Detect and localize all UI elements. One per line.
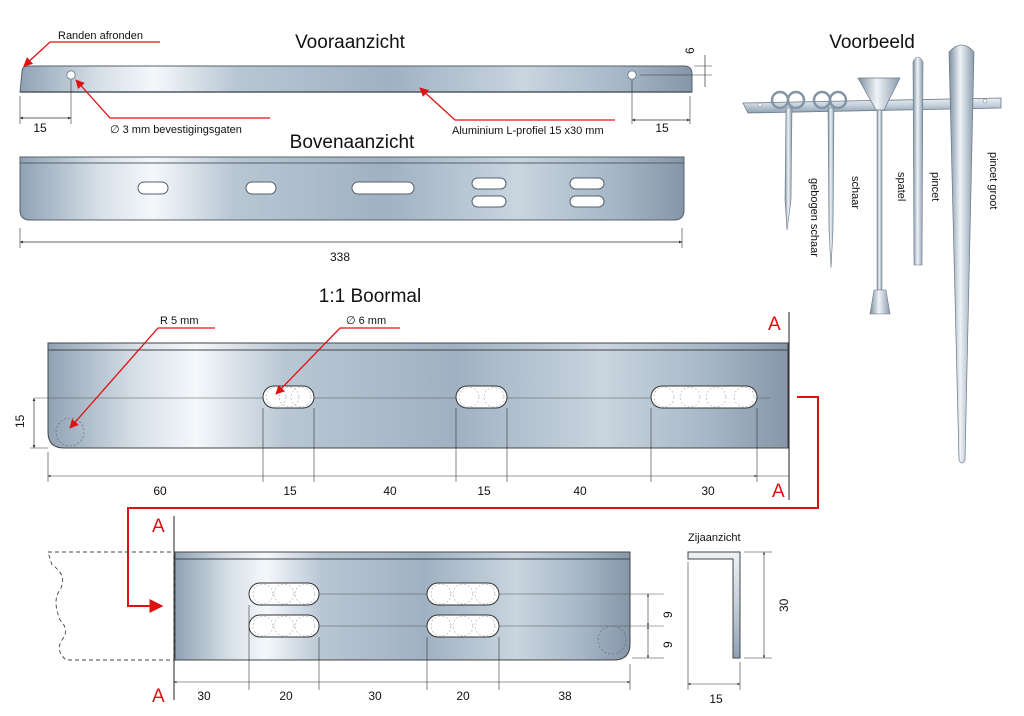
top-slot-3: [351, 181, 415, 195]
dim-slot-b: 9: [661, 641, 675, 648]
template-strip-1: [47, 342, 789, 449]
template-view-2: A A 9 9: [47, 516, 675, 707]
dim-row1-30: 30: [701, 484, 715, 498]
dim-row1-60: 60: [153, 484, 167, 498]
template-slot-3: [650, 385, 758, 409]
tool-label-tweezers: pincet: [929, 172, 941, 201]
top-slot-2: [245, 181, 277, 195]
annotation-round-edges: Randen afronden: [58, 30, 143, 42]
dim-row2-20a: 20: [279, 689, 293, 703]
template-slot-4a: [248, 582, 320, 606]
annotation-profile: Aluminium L-profiel 15 x30 mm: [452, 125, 604, 137]
dim-row1-15b: 15: [477, 484, 491, 498]
hole-arrow: [275, 327, 400, 395]
template-strip-2: [174, 551, 631, 661]
tool-label-scissors: schaar: [849, 176, 861, 209]
continuation-arrow: [127, 396, 819, 613]
top-view: Bovenaanzicht 338: [19, 132, 685, 264]
top-slot-5b: [569, 195, 605, 208]
dim-row-1-lines: [47, 408, 789, 482]
dim-top-length: 338: [330, 250, 350, 264]
tool-scissors: [812, 90, 848, 269]
dim-row1-15a: 15: [283, 484, 297, 498]
side-view-title: Zijaanzicht: [688, 532, 741, 544]
side-view: Zijaanzicht 30 15: [687, 532, 791, 706]
dim-front-right: 15: [655, 121, 669, 135]
dim-template-vertical: 15: [13, 414, 27, 428]
section-marker-left-bottom: A: [152, 686, 165, 707]
section-marker-bottom: A: [772, 481, 785, 502]
template-view: 1:1 Boormal R 5 mm ∅ 6 mm A A 15: [13, 286, 819, 613]
tool-tweezers: [912, 56, 924, 266]
tool-spatula: [857, 77, 901, 315]
example-title: Voorbeeld: [829, 32, 915, 53]
front-view-title: Vooraanzicht: [295, 32, 406, 53]
side-l-profile: [687, 551, 741, 659]
dim-row2-38: 38: [558, 689, 572, 703]
dim-side-width: 15: [709, 692, 723, 706]
top-slot-1: [137, 181, 169, 195]
template-title: 1:1 Boormal: [319, 286, 421, 307]
template-slot-2: [455, 385, 508, 409]
tool-label-spatula: spatel: [895, 172, 907, 201]
annotation-hole: ∅ 6 mm: [346, 315, 386, 327]
front-view: Vooraanzicht Randen afronden ∅ 3 mm beve…: [19, 30, 712, 137]
tool-curved-scissors: [770, 90, 806, 231]
template-slot-1: [262, 385, 315, 409]
ghost-strip: [47, 551, 175, 661]
mounting-hole-left: [66, 70, 76, 80]
section-marker-left-top: A: [152, 516, 165, 537]
dim-front-height: 6: [683, 47, 697, 54]
round-edges-arrow: [23, 41, 160, 67]
dim-front-left: 15: [33, 121, 47, 135]
tool-label-curved-scissors: gebogen schaar: [808, 178, 820, 257]
dim-row-2-lines: [173, 605, 631, 690]
tool-large-tweezers: [948, 44, 975, 464]
template-slot-5b: [426, 614, 500, 638]
example-view: Voorbeeld gebogen scha: [742, 32, 1002, 464]
top-slot-4b: [471, 195, 507, 208]
template-slot-5a: [426, 582, 500, 606]
template-slot-4b: [248, 614, 320, 638]
dim-row1-40b: 40: [573, 484, 587, 498]
annotation-holes: ∅ 3 mm bevestigingsgaten: [110, 124, 242, 136]
section-marker-top: A: [768, 314, 781, 335]
dim-slot-a: 9: [661, 611, 675, 618]
profile-arrow: [419, 87, 615, 121]
dim-side-height: 30: [777, 598, 791, 612]
annotation-radius: R 5 mm: [160, 315, 199, 327]
dim-row2-30a: 30: [197, 689, 211, 703]
top-slot-5a: [569, 177, 605, 190]
dim-row1-40a: 40: [383, 484, 397, 498]
radius-arrow: [69, 327, 215, 429]
tool-label-large-tweezers: pincet groot: [987, 152, 999, 209]
dim-row2-30b: 30: [368, 689, 382, 703]
top-view-title: Bovenaanzicht: [290, 132, 415, 153]
dim-row2-20b: 20: [456, 689, 470, 703]
top-slot-4a: [471, 177, 507, 190]
mounting-hole-right: [627, 70, 637, 80]
holes-arrow: [75, 79, 270, 119]
front-profile-bar: [19, 65, 693, 93]
